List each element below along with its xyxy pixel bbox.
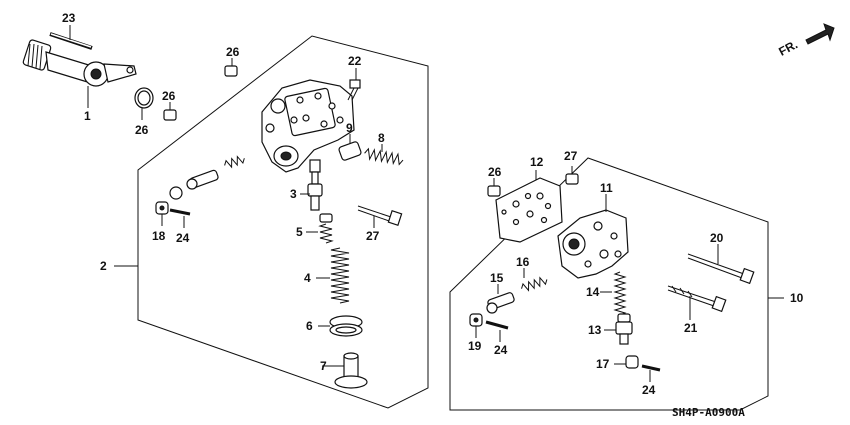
bolt-20 [687,253,755,285]
separator-plate-12 [495,177,563,243]
spring-4 [330,247,350,304]
callout-19: 19 [468,339,482,353]
washers-6 [329,315,363,337]
small-spring-left [224,155,245,169]
shaft-part [22,39,137,87]
callout-26b: 26 [162,89,176,103]
callout-2: 2 [100,259,107,273]
right-valve-body-11 [557,209,629,279]
callout-6: 6 [306,319,313,333]
callout-21: 21 [684,321,698,335]
bolt-22 [347,79,361,101]
dowel-pin-26d [565,173,579,185]
callout-26c: 26 [488,165,502,179]
callout-23: 23 [62,11,76,25]
left-assembly-outline [137,35,429,409]
callout-8: 8 [378,131,385,145]
callout-16: 16 [516,255,530,269]
callout-12: 12 [530,155,544,169]
callout-17: 17 [596,357,610,371]
callout-24b: 24 [494,343,508,357]
spring-16 [521,276,548,292]
callout-27: 27 [366,229,380,243]
callout-13: 13 [588,323,602,337]
callout-1: 1 [84,109,91,123]
dowel-pin-26a [224,65,238,77]
plug-18 [155,201,169,215]
valve-15 [486,292,515,314]
pin-24b [485,320,509,330]
callout-20: 20 [710,231,724,245]
callout-18: 18 [152,229,166,243]
front-arrow-icon [805,23,835,45]
callout-9: 9 [346,121,353,135]
valve-spool-left [169,169,219,200]
spring-14 [613,271,627,316]
sleeve-9 [338,141,362,161]
valve-13 [615,313,633,345]
callout-4: 4 [304,271,311,285]
left-valve-body [261,79,355,173]
spring-5 [318,213,334,244]
callout-25: 26 [135,123,149,137]
pin-24a [169,208,191,216]
dowel-pin-26b [163,109,177,121]
callout-22: 22 [348,54,362,68]
bolt-21 [667,285,727,313]
plug-17 [625,355,639,369]
plug-19 [469,313,483,327]
callout-24c: 24 [642,383,656,397]
spring-8 [364,147,404,166]
valve-3 [307,159,323,211]
diagram-code: SH4P-A0900A [672,406,745,419]
callout-11: 11 [600,181,613,195]
piston-7 [334,352,368,389]
dowel-pin-26c [487,185,501,197]
callout-7: 7 [320,359,327,373]
callout-5: 5 [296,225,303,239]
callout-15: 15 [490,271,504,285]
bolt-27 [357,205,403,227]
front-direction-label: FR. [776,37,800,58]
callout-3: 3 [290,187,297,201]
callout-26d: 27 [564,149,578,163]
pin-24c [641,364,661,372]
callout-24a: 24 [176,231,190,245]
callout-14: 14 [586,285,600,299]
right-assembly-outline [449,157,769,411]
callout-10: 10 [790,291,804,305]
callout-26a: 26 [226,45,240,59]
